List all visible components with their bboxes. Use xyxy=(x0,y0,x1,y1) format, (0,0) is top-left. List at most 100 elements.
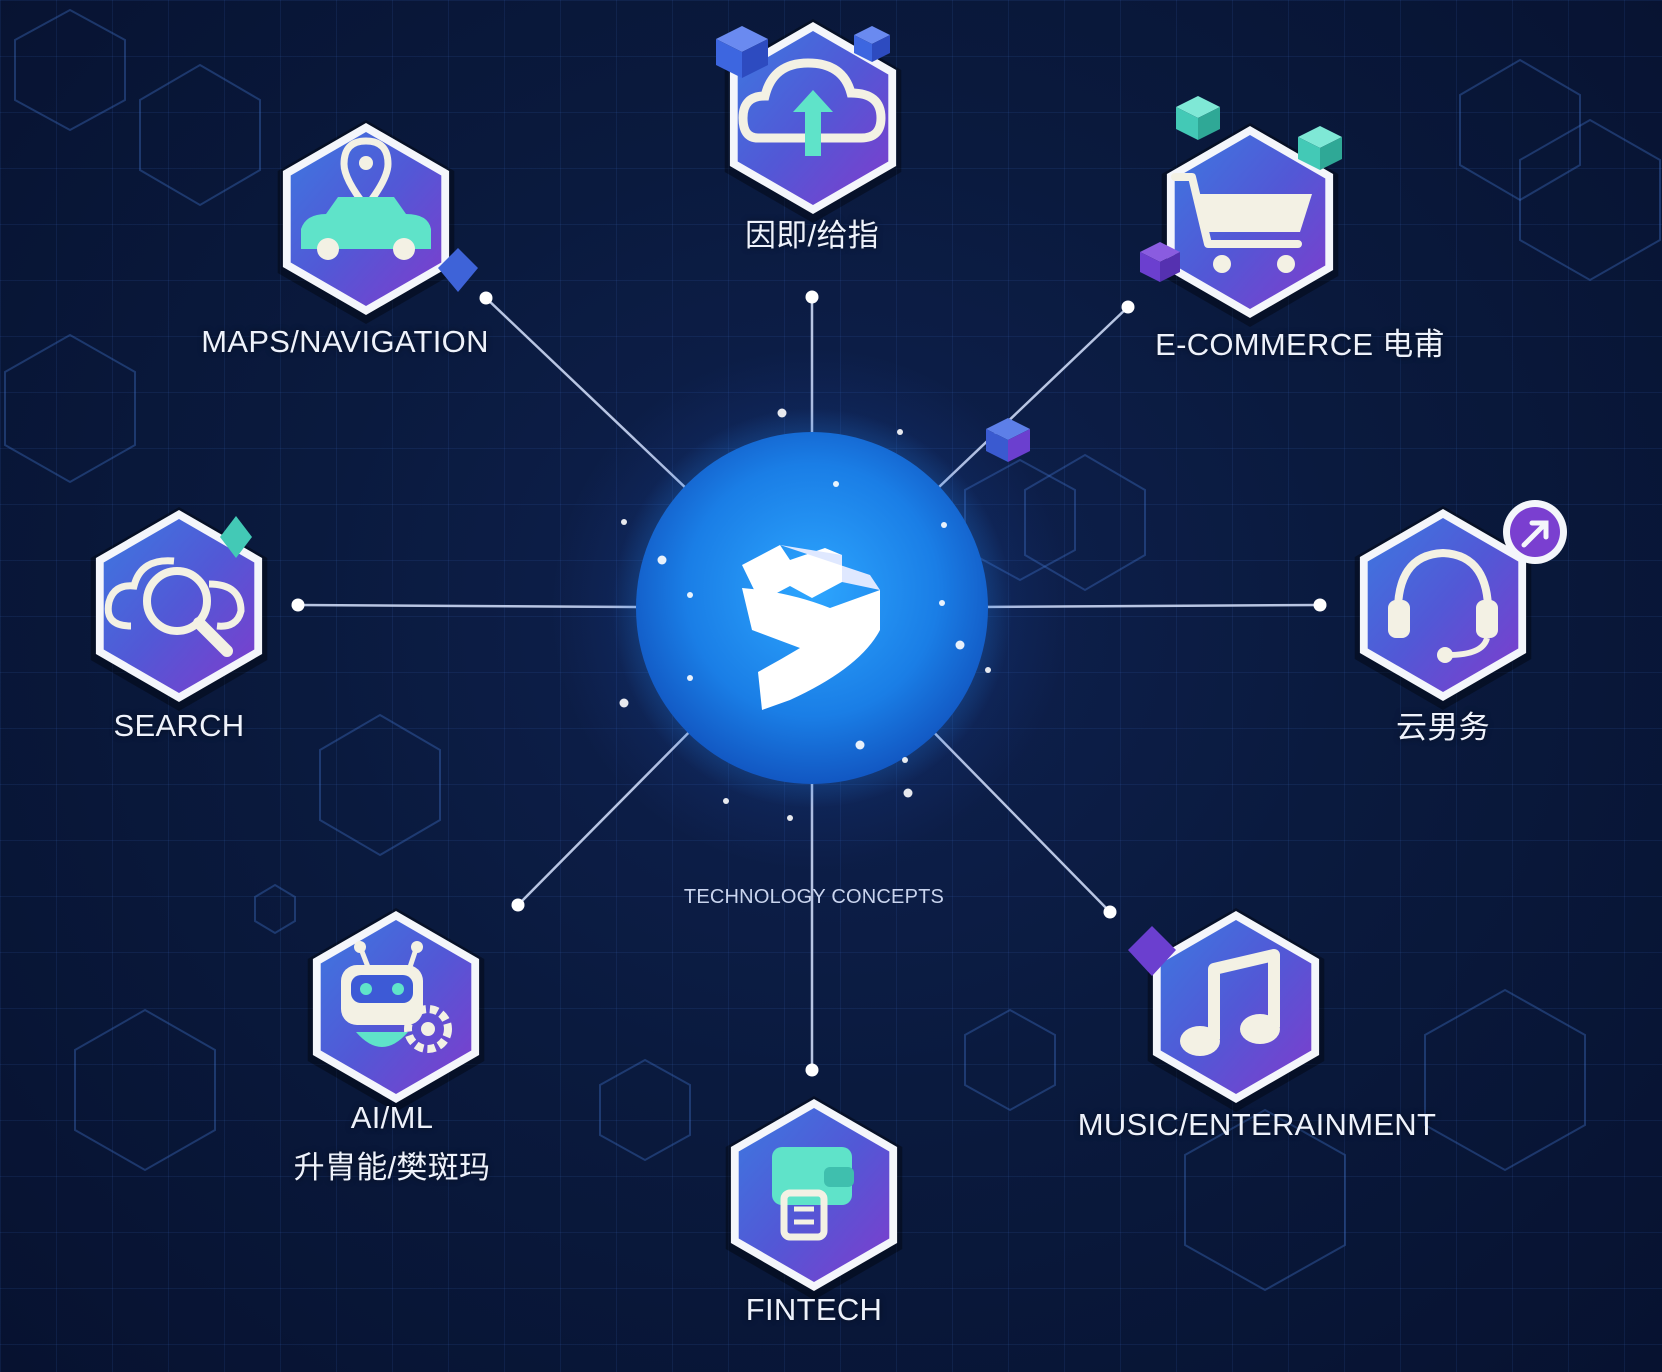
connector-dot-support xyxy=(1313,598,1327,612)
central-hub xyxy=(552,348,1072,868)
connector-dot-fintech xyxy=(805,1063,819,1077)
sparkle xyxy=(903,788,913,798)
car-body xyxy=(301,197,431,249)
mic-arm xyxy=(1447,636,1490,658)
earcup-left xyxy=(1388,600,1410,638)
sparkle xyxy=(687,592,693,598)
cube-decoration xyxy=(1140,242,1180,282)
cart-wheel xyxy=(1213,255,1231,273)
cloud-search-icon xyxy=(104,557,245,657)
diamond-decoration xyxy=(1128,926,1176,976)
robot-body xyxy=(356,1032,408,1047)
mic xyxy=(1437,647,1453,663)
robot-visor xyxy=(351,975,413,1003)
sparkle xyxy=(833,481,839,487)
badge-arrow-icon xyxy=(1521,520,1549,548)
magnifier-handle xyxy=(193,617,233,657)
car-location-pin-icon xyxy=(301,137,431,260)
headband xyxy=(1393,548,1493,621)
gear xyxy=(404,1005,452,1053)
label-ecommerce: E-COMMERCE 电甫 xyxy=(1155,327,1445,362)
cube-decoration xyxy=(1176,96,1220,140)
connector-dot-search xyxy=(291,598,305,612)
earcup-right xyxy=(1476,600,1498,638)
hex-node-support xyxy=(1354,506,1532,710)
hex-node-maps xyxy=(277,120,455,324)
card xyxy=(780,1189,828,1241)
sparkle xyxy=(897,429,903,435)
decorations xyxy=(220,26,1567,976)
diamond-decoration xyxy=(438,248,478,292)
cube-decoration xyxy=(854,26,890,62)
cube-decoration xyxy=(1298,126,1342,170)
sparkle xyxy=(902,757,908,763)
sparkle xyxy=(955,640,965,650)
sparkle xyxy=(855,740,865,750)
label-aiml: AI/ML xyxy=(350,1100,434,1135)
center-caption: TECHNOLOGY CONCEPTS xyxy=(683,886,945,908)
connector-dot-maps xyxy=(479,291,493,305)
sparkle xyxy=(985,667,991,673)
hex-node-aiml xyxy=(307,908,485,1112)
note-stem xyxy=(1208,949,1280,1039)
cart-frame xyxy=(1171,173,1302,248)
wallet-clasp xyxy=(824,1167,854,1187)
sparkle xyxy=(787,815,793,821)
car-wheel xyxy=(317,238,339,260)
hex-node-music xyxy=(1147,908,1325,1112)
hex-nodes xyxy=(90,19,1532,1300)
antenna-tip xyxy=(411,941,423,953)
sparkle xyxy=(621,519,627,525)
music-note-icon xyxy=(1180,949,1280,1056)
label-search: SEARCH xyxy=(113,708,245,743)
connector-dot-ecommerce xyxy=(1121,300,1135,314)
cloud-outline xyxy=(738,58,886,143)
hex-fill xyxy=(103,519,255,693)
headset-icon xyxy=(1388,548,1498,663)
robot-gear-icon xyxy=(341,941,452,1053)
label-maps: MAPS/NAVIGATION xyxy=(201,324,489,359)
hex-node-cloud xyxy=(724,19,902,223)
pin-dot xyxy=(359,156,373,170)
stylized-s-logo-icon xyxy=(742,545,880,710)
connector-dot-aiml xyxy=(511,898,525,912)
robot-eye xyxy=(392,983,404,995)
sparkle xyxy=(939,600,945,606)
wallet-icon xyxy=(772,1147,854,1241)
hex-node-fintech xyxy=(725,1096,903,1300)
cube-decoration xyxy=(986,418,1030,462)
up-arrow xyxy=(793,90,833,156)
label-aiml-secondary: 升胄能/樊斑玛 xyxy=(293,1150,491,1185)
sparkle xyxy=(941,522,947,528)
note-head xyxy=(1180,1026,1220,1056)
hex-node-ecommerce xyxy=(1161,123,1339,327)
location-pin xyxy=(340,137,392,213)
sparkle xyxy=(657,555,667,565)
label-support: 云男务 xyxy=(1396,710,1490,745)
shopping-cart-icon xyxy=(1171,173,1312,273)
antenna-tip xyxy=(354,941,366,953)
logo-top-part xyxy=(742,545,842,602)
cloud-outline-right xyxy=(208,580,245,630)
car-wheel xyxy=(393,238,415,260)
gear-center xyxy=(421,1022,435,1036)
label-fintech: FINTECH xyxy=(745,1292,883,1327)
label-cloud: 因即/给指 xyxy=(744,218,880,253)
connector-dot-music xyxy=(1103,905,1117,919)
cube-decoration xyxy=(716,26,768,78)
cloud-upload-download-icon xyxy=(738,58,886,156)
note-head xyxy=(1240,1014,1280,1044)
sparkle xyxy=(687,675,693,681)
logo-wing xyxy=(780,545,880,590)
hex-node-search xyxy=(90,507,268,711)
background-hexagons xyxy=(4,8,1661,1292)
sparkle xyxy=(619,698,629,708)
connector-dot-cloud xyxy=(805,290,819,304)
sparkle xyxy=(777,408,787,418)
robot-eye xyxy=(360,983,372,995)
label-music: MUSIC/ENTERAINMENT xyxy=(1077,1107,1437,1142)
magnifier-lens xyxy=(143,567,211,635)
diamond-decoration xyxy=(220,516,252,558)
logo-bottom-part xyxy=(742,588,880,710)
